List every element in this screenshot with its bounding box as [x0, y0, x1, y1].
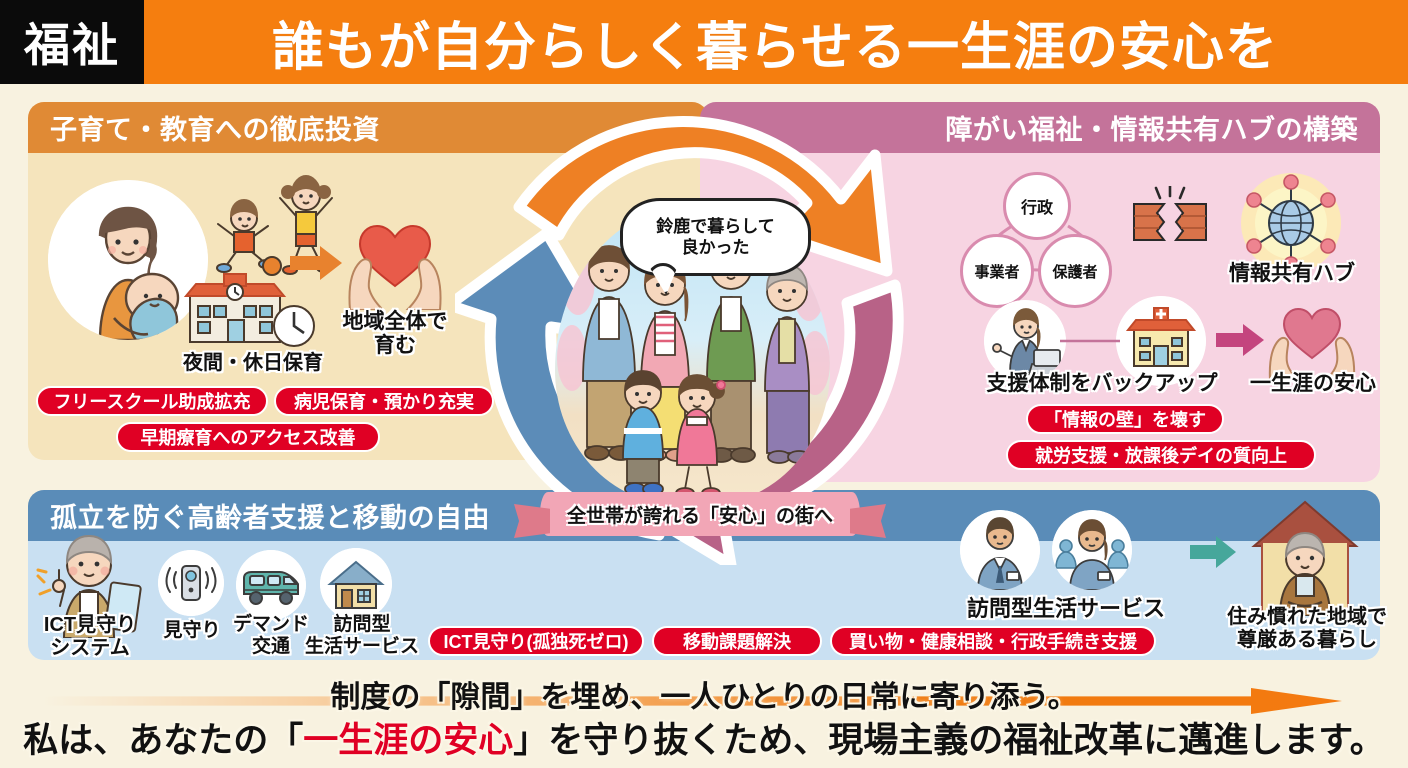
caption-line-2: システム — [50, 637, 130, 659]
panel-disability-welfare-title: 障がい福祉・情報共有ハブの構築 — [700, 102, 1380, 153]
family-speech-bubble: 鈴鹿で暮らして 良かった — [620, 198, 811, 276]
caption-demand-transport: デマンド 交通 — [224, 614, 318, 658]
header-category-tag: 福祉 — [0, 0, 144, 84]
caption-line-1: 地域全体で — [342, 310, 448, 333]
caption-live-with-dignity: 住み慣れた地域で 尊厳ある暮らし — [1212, 606, 1402, 652]
badge-ict-watch-zero-lonely-death[interactable]: ICT見守り(孤独死ゼロ) — [428, 626, 644, 656]
caption-line-1: 訪問型 — [333, 614, 391, 635]
mother-baby-illustration — [48, 180, 208, 340]
badge-free-school[interactable]: フリースクール助成拡充 — [36, 386, 268, 416]
caption-information-hub: 情報共有ハブ — [1229, 262, 1355, 285]
badge-employment-afterschool-quality[interactable]: 就労支援・放課後デイの質向上 — [1006, 440, 1316, 470]
hands-heart-illustration-child — [340, 200, 450, 311]
family-illustration — [555, 205, 830, 505]
badge-early-therapy-access[interactable]: 早期療育へのアクセス改善 — [116, 422, 380, 452]
caption-line-1: デマンド — [232, 614, 309, 635]
broken-wall-icon — [1130, 184, 1210, 256]
caption-line-2: 育む — [374, 334, 416, 358]
demand-transport-illustration — [236, 550, 306, 620]
home-visit-service-illustration — [320, 548, 392, 620]
arrow-right-teal — [1190, 536, 1236, 568]
bubble-line-1: 鈴鹿で暮らして — [656, 216, 775, 236]
support-staff-illustration — [984, 300, 1066, 382]
center-ribbon-banner: 全世帯が誇れる「安心」の街へ — [540, 492, 860, 536]
watch-sensor-illustration — [158, 550, 224, 616]
footer-line-2-highlight: 一生涯の安心 — [303, 721, 514, 760]
arrow-right-magenta — [1216, 324, 1264, 356]
caption-home-visit-service: 訪問型 生活サービス — [300, 614, 424, 658]
badge-break-information-wall[interactable]: 「情報の壁」を壊す — [1026, 404, 1224, 434]
caption-line-1: 住み慣れた地域で — [1227, 606, 1387, 628]
hands-heart-illustration-lifetime — [1264, 296, 1360, 381]
page-footer: 制度の「隙間」を埋め、一人ひとりの日常に寄り添う。 私は、あなたの「一生涯の安心… — [0, 664, 1408, 768]
node-guardian: 保護者 — [1038, 234, 1112, 308]
footer-line-2-before: 私は、あなたの「 — [23, 721, 304, 760]
clinic-building-illustration — [1116, 296, 1206, 386]
elderly-at-home-illustration — [1240, 498, 1370, 617]
panel-child-education-title: 子育て・教育への徹底投資 — [28, 102, 708, 153]
footer-line-2: 私は、あなたの「一生涯の安心」を守り抜くため、現場主義の福祉改革に邁進します。 — [0, 712, 1408, 763]
caption-backup-support-system: 支援体制をバックアップ — [986, 372, 1218, 395]
badge-sick-child-care[interactable]: 病児保育・預かり充実 — [274, 386, 494, 416]
caption-home-visit-life-service: 訪問型生活サービス — [966, 596, 1165, 621]
caption-line-2: 生活サービス — [304, 635, 419, 657]
caption-night-holiday-care: 夜間・休日保育 — [183, 352, 323, 374]
caption-line-2: 交通 — [251, 635, 290, 657]
footer-line-1: 制度の「隙間」を埋め、一人ひとりの日常に寄り添う。 — [330, 681, 1078, 714]
caption-lifetime-security: 一生涯の安心 — [1250, 372, 1376, 395]
badge-shopping-health-admin-support[interactable]: 買い物・健康相談・行政手続き支援 — [830, 626, 1156, 656]
footer-line-2-after: 」を守り抜くため、現場主義の福祉改革に邁進します。 — [513, 721, 1385, 760]
caption-raise-whole-community: 地域全体で 育む — [330, 310, 460, 358]
node-government: 行政 — [1003, 172, 1071, 240]
male-staff-illustration — [960, 510, 1040, 590]
page-title: 誰もが自分らしく暮らせる一生涯の安心を — [272, 18, 1278, 77]
arrow-right-orange-child — [290, 246, 342, 280]
caption-ict-watch-system: ICT見守り システム — [26, 614, 154, 660]
node-operator: 事業者 — [960, 234, 1034, 308]
female-staff-illustration — [1052, 510, 1132, 590]
caption-watch: 見守り — [163, 620, 221, 641]
information-hub-globe-icon — [1236, 168, 1346, 278]
badge-mobility-solution[interactable]: 移動課題解決 — [652, 626, 822, 656]
elderly-tablet-illustration — [34, 534, 144, 639]
caption-line-1: ICT見守り — [43, 614, 137, 636]
page-header: 福祉 誰もが自分らしく暮らせる一生涯の安心を — [0, 0, 1408, 84]
school-clock-illustration — [180, 268, 320, 358]
link-line-staff-clinic — [1060, 339, 1120, 343]
caption-line-2: 尊厳ある暮らし — [1237, 629, 1377, 651]
bubble-line-2: 良かった — [681, 238, 750, 257]
